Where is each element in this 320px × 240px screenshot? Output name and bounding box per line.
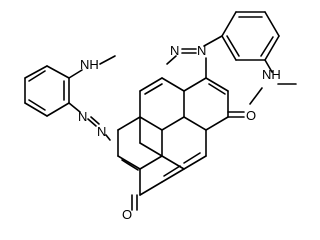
azo-n-left-1: N xyxy=(78,109,87,124)
right-azo-group: N N xyxy=(166,35,223,65)
azo-n-left-2: N xyxy=(97,124,106,139)
left-aniline-ring xyxy=(24,65,70,117)
left-azo-group: N N xyxy=(68,102,111,141)
azo-n-right-2: N xyxy=(170,43,179,58)
nh-label-left: NH xyxy=(80,57,99,72)
nh-label-right: NH xyxy=(262,67,281,82)
azo-n-right-1: N xyxy=(197,43,206,58)
pyrene-dione-core xyxy=(117,57,245,211)
right-aniline-ring xyxy=(221,11,280,61)
molecule-structure-diagram: NH N N NH N N xyxy=(24,11,297,222)
carbonyl-o-bottom: O xyxy=(122,207,132,222)
right-methylamino-group: NH xyxy=(249,59,297,105)
left-methylamino-group: NH xyxy=(68,55,116,79)
carbonyl-o-right: O xyxy=(246,108,256,123)
